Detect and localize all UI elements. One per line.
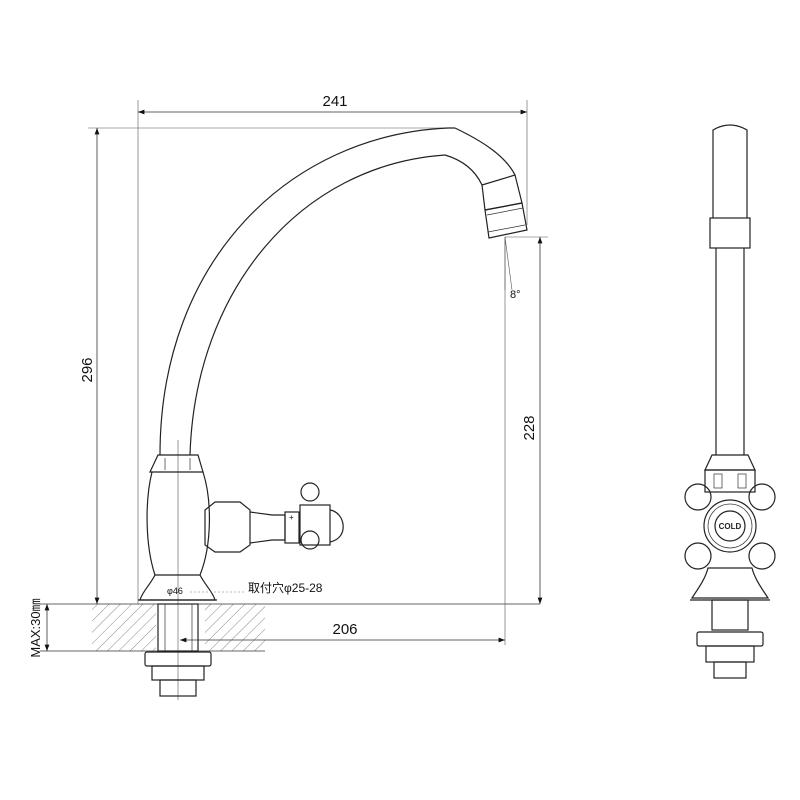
base-diameter-label: φ46 — [167, 586, 183, 596]
dimension-spout-height: 228 — [505, 236, 548, 604]
hole-to-outlet-label: 206 — [332, 621, 357, 638]
handle-mark: + — [289, 513, 294, 522]
angle-label: 8° — [510, 289, 521, 301]
faucet-front-view: φ46 取付穴φ25-28 + — [138, 127, 528, 700]
cold-label: COLD — [719, 522, 742, 531]
faucet-side-view: COLD — [684, 124, 776, 679]
dimension-hole-to-outlet: 206 — [180, 237, 506, 645]
dimension-angle: 8° — [504, 236, 521, 301]
dimension-counter-thickness: MAX:30㎜ — [28, 598, 50, 658]
mounting-hole-label: 取付穴φ25-28 — [248, 580, 323, 595]
spout-height-label: 228 — [521, 415, 538, 440]
dimension-height: 296 — [79, 127, 450, 604]
dimension-reach: 241 — [137, 93, 528, 604]
reach-label: 241 — [322, 93, 347, 110]
counter-thickness-label: MAX:30㎜ — [28, 598, 43, 657]
height-label: 296 — [79, 357, 96, 382]
countertop-section — [40, 603, 540, 652]
